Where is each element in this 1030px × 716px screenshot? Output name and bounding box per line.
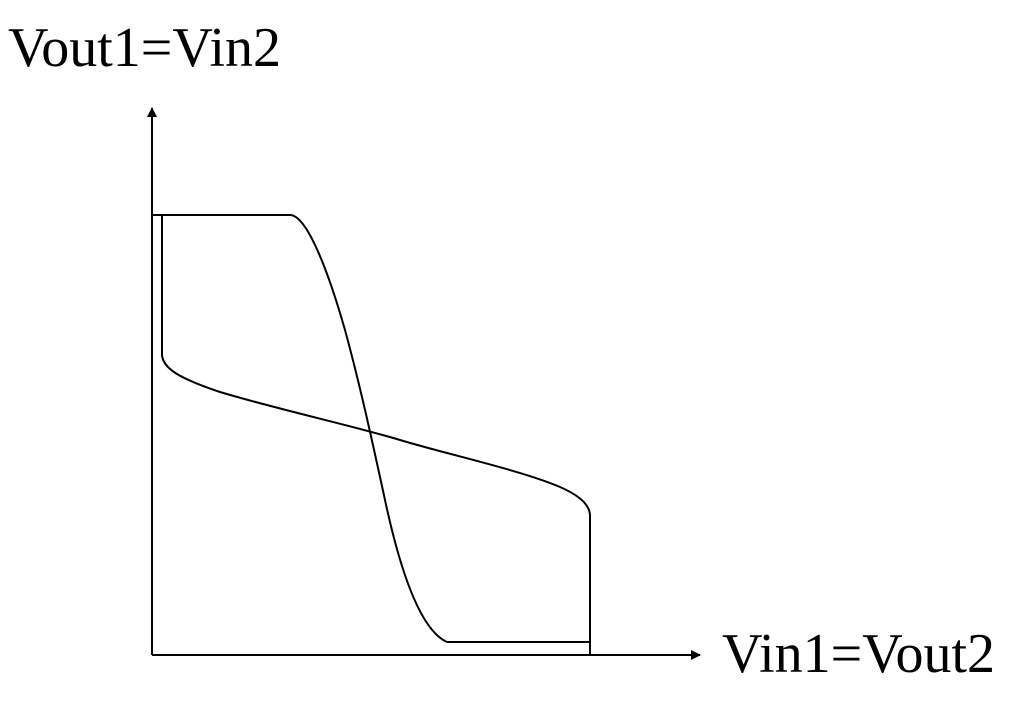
x-axis-label: Vin1=Vout2 bbox=[722, 623, 995, 685]
inverter-2-vtc-curve bbox=[161, 215, 591, 655]
y-axis-label: Vout1=Vin2 bbox=[8, 17, 281, 79]
inverter-1-vtc-curve bbox=[152, 214, 591, 655]
